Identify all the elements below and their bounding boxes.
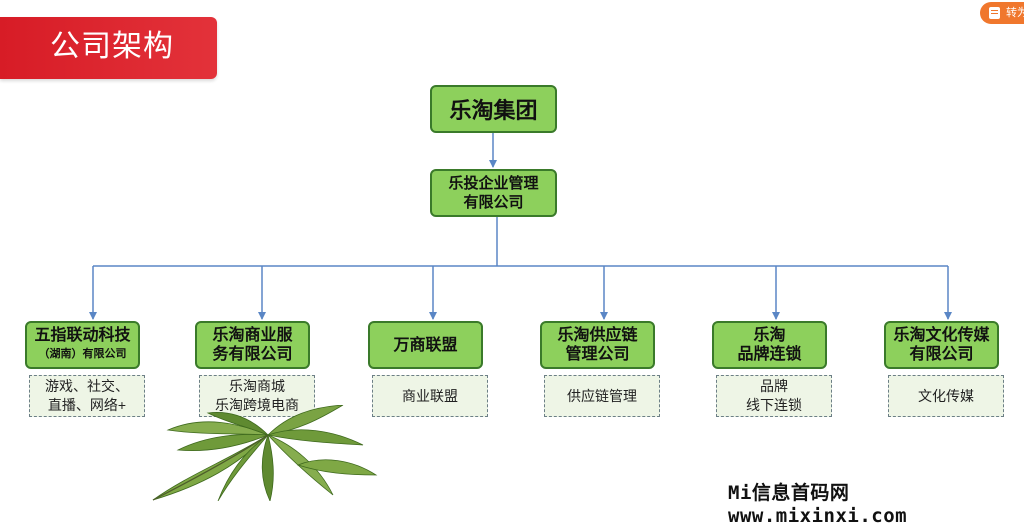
subsidiary-node: 万商联盟	[368, 321, 483, 369]
business-detail-text: 品牌线下连锁	[746, 377, 802, 415]
subsidiary-node: 乐淘文化传媒有限公司	[884, 321, 999, 369]
subsidiary-label-line: 乐淘商业服	[212, 327, 293, 344]
business-detail-line: 直播、网络+	[47, 397, 127, 413]
business-detail-line: 线下连锁	[746, 397, 802, 413]
title-banner: 公司架构	[0, 17, 217, 79]
convert-button[interactable]: 转为	[980, 2, 1024, 24]
business-detail-line: 乐淘跨境电商	[215, 397, 299, 413]
root-node: 乐淘集团	[430, 85, 557, 133]
subsidiary-label-line: 管理公司	[565, 346, 630, 363]
business-detail-line: 乐淘商城	[229, 378, 285, 394]
subsidiary-label: 乐淘品牌连锁	[737, 326, 801, 364]
business-detail-line: 商业联盟	[402, 387, 458, 404]
business-detail-box: 品牌线下连锁	[716, 375, 832, 417]
subsidiary-label-line: 乐淘供应链	[557, 327, 638, 344]
holding-line-1: 乐投企业管理	[448, 175, 539, 192]
subsidiary-label: 乐淘文化传媒有限公司	[893, 326, 989, 364]
holding-node: 乐投企业管理 有限公司	[430, 169, 557, 217]
business-detail-line: 品牌	[760, 378, 788, 394]
page-title: 公司架构	[50, 30, 174, 63]
subsidiary-label-line: 万商联盟	[393, 336, 458, 354]
subsidiary-label-line: 品牌连锁	[737, 346, 802, 363]
business-detail-box: 商业联盟	[372, 375, 488, 417]
subsidiary-label: 万商联盟	[393, 336, 457, 355]
business-detail-box: 文化传媒	[888, 375, 1004, 417]
business-detail-box: 供应链管理	[544, 375, 660, 417]
subsidiary-node: 乐淘品牌连锁	[712, 321, 827, 369]
subsidiary-label: 五指联动科技 （湖南）有限公司	[34, 326, 130, 364]
business-detail-box: 乐淘商城乐淘跨境电商	[199, 375, 315, 417]
convert-button-label: 转为	[1006, 7, 1024, 19]
holding-node-label: 乐投企业管理 有限公司	[448, 174, 538, 212]
subsidiary-sublabel: （湖南）有限公司	[38, 348, 127, 360]
root-node-label: 乐淘集团	[449, 98, 538, 123]
business-detail-line: 供应链管理	[567, 387, 637, 404]
subsidiary-label-line: 乐淘文化传媒	[893, 327, 990, 344]
subsidiary-label: 乐淘供应链管理公司	[557, 326, 637, 364]
business-detail-text: 游戏、社交、直播、网络+	[45, 377, 129, 415]
business-detail-text: 供应链管理	[567, 387, 637, 406]
leaf-plant-decoration	[152, 405, 378, 501]
subsidiary-node: 五指联动科技 （湖南）有限公司	[25, 321, 140, 369]
watermark-text: Mi信息首码网 www.mixinxi.com	[728, 482, 908, 527]
business-detail-text: 文化传媒	[918, 387, 974, 406]
connector-lines	[89, 133, 952, 320]
subsidiary-node: 乐淘供应链管理公司	[540, 321, 655, 369]
subsidiary-label-line: 乐淘	[753, 327, 786, 344]
business-detail-text: 乐淘商城乐淘跨境电商	[215, 377, 299, 415]
subsidiary-label: 乐淘商业服务有限公司	[212, 326, 292, 364]
subsidiary-label-line: 务有限公司	[212, 346, 293, 363]
business-detail-box: 游戏、社交、直播、网络+	[29, 375, 145, 417]
document-convert-icon	[989, 7, 1000, 19]
holding-line-2: 有限公司	[463, 194, 524, 211]
subsidiary-label-line: 有限公司	[909, 346, 974, 363]
business-detail-text: 商业联盟	[402, 387, 458, 406]
business-detail-line: 游戏、社交、	[45, 378, 129, 394]
subsidiary-label-line: 五指联动科技	[34, 327, 131, 344]
subsidiary-node: 乐淘商业服务有限公司	[195, 321, 310, 369]
business-detail-line: 文化传媒	[918, 387, 974, 404]
